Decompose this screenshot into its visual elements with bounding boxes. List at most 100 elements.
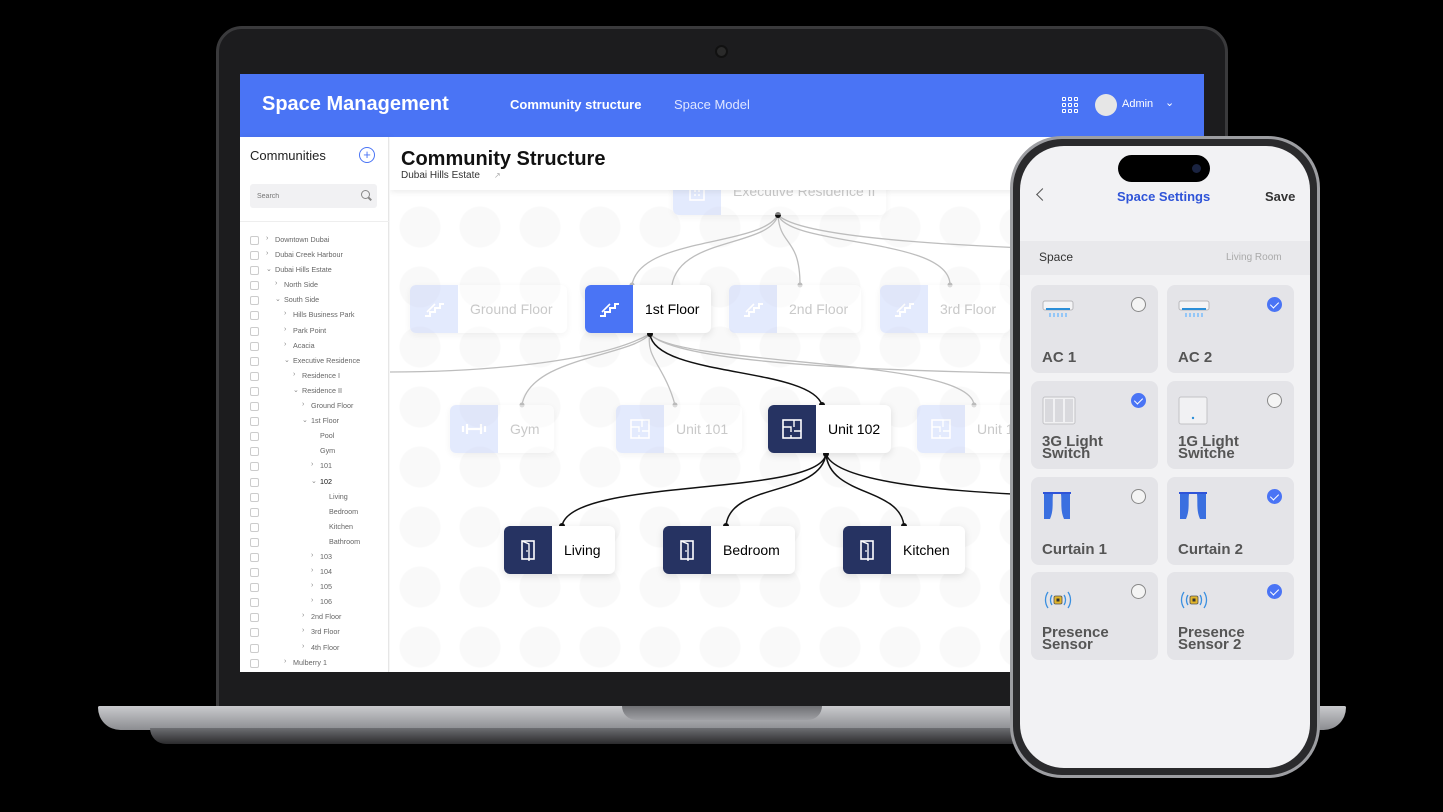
node-1st-floor[interactable]: 1st Floor bbox=[585, 285, 711, 333]
node-ground-floor[interactable]: Ground Floor bbox=[410, 285, 567, 333]
device-select-radio[interactable] bbox=[1267, 489, 1282, 504]
tree-checkbox[interactable] bbox=[250, 568, 259, 578]
node-3rd-floor[interactable]: 3rd Floor bbox=[880, 285, 1010, 333]
device-select-radio[interactable] bbox=[1131, 297, 1146, 312]
device-card[interactable]: Curtain 2 bbox=[1167, 477, 1294, 565]
tree-item[interactable]: ›104 bbox=[240, 566, 389, 581]
device-card[interactable]: Presence Sensor bbox=[1031, 572, 1158, 660]
chevron-right-icon[interactable]: › bbox=[284, 310, 287, 318]
tree-checkbox[interactable] bbox=[250, 613, 259, 623]
tab-community-structure[interactable]: Community structure bbox=[510, 97, 642, 112]
node-2nd-floor[interactable]: 2nd Floor bbox=[729, 285, 861, 333]
node-kitchen[interactable]: Kitchen bbox=[843, 526, 965, 574]
tree-checkbox[interactable] bbox=[250, 522, 259, 532]
tree-checkbox[interactable] bbox=[250, 477, 259, 487]
tree-checkbox[interactable] bbox=[250, 492, 259, 502]
tab-space-model[interactable]: Space Model bbox=[674, 97, 750, 112]
chevron-right-icon[interactable]: › bbox=[311, 567, 314, 575]
device-card[interactable]: Presence Sensor 2 bbox=[1167, 572, 1294, 660]
node-gym[interactable]: Gym bbox=[450, 405, 554, 453]
node-unit-102[interactable]: Unit 102 bbox=[768, 405, 891, 453]
chevron-down-icon[interactable]: ⌄ bbox=[284, 356, 290, 364]
node-bedroom[interactable]: Bedroom bbox=[663, 526, 795, 574]
search-input[interactable] bbox=[250, 184, 377, 208]
tree-checkbox[interactable] bbox=[250, 432, 259, 442]
tree-checkbox[interactable] bbox=[250, 537, 259, 547]
tree-item[interactable]: ⌄102 bbox=[240, 476, 389, 491]
tree-checkbox[interactable] bbox=[250, 643, 259, 653]
node-unit-101[interactable]: Unit 101 bbox=[616, 405, 742, 453]
chevron-right-icon[interactable]: › bbox=[284, 340, 287, 348]
add-community-button[interactable]: + bbox=[359, 147, 375, 163]
tree-item[interactable]: ›106 bbox=[240, 596, 389, 611]
chevron-down-icon[interactable]: ⌄ bbox=[266, 266, 272, 274]
chevron-right-icon[interactable]: › bbox=[284, 325, 287, 333]
tree-checkbox[interactable] bbox=[250, 583, 259, 593]
chevron-right-icon[interactable]: › bbox=[302, 627, 305, 635]
chevron-right-icon[interactable]: › bbox=[266, 235, 269, 242]
tree-checkbox[interactable] bbox=[250, 658, 259, 668]
tree-checkbox[interactable] bbox=[250, 356, 259, 366]
device-card[interactable]: AC 1 bbox=[1031, 285, 1158, 373]
tree-item[interactable]: ⌄Executive Residence bbox=[240, 355, 389, 370]
chevron-right-icon[interactable]: › bbox=[302, 612, 305, 620]
device-select-radio[interactable] bbox=[1131, 489, 1146, 504]
tree-item[interactable]: ⌄South Side bbox=[240, 294, 389, 309]
tree-item[interactable]: ›3rd Floor bbox=[240, 626, 389, 641]
tree-checkbox[interactable] bbox=[250, 326, 259, 336]
avatar[interactable] bbox=[1095, 94, 1117, 116]
tree-item[interactable]: ⌄1st Floor bbox=[240, 415, 389, 430]
device-select-radio[interactable] bbox=[1267, 297, 1282, 312]
tree-item[interactable]: Bathroom bbox=[240, 536, 389, 551]
save-button[interactable]: Save bbox=[1265, 189, 1296, 204]
chevron-down-icon[interactable]: ⌄ bbox=[302, 417, 308, 425]
tree-checkbox[interactable] bbox=[250, 552, 259, 562]
tree-checkbox[interactable] bbox=[250, 507, 259, 517]
chevron-down-icon[interactable]: ⌄ bbox=[1165, 97, 1175, 109]
space-value[interactable]: Living Room bbox=[1226, 252, 1282, 263]
chevron-right-icon[interactable]: › bbox=[284, 657, 287, 665]
apps-grid-icon[interactable] bbox=[1062, 97, 1078, 113]
tree-item[interactable]: ›105 bbox=[240, 581, 389, 596]
tree-checkbox[interactable] bbox=[250, 371, 259, 381]
tree-checkbox[interactable] bbox=[250, 341, 259, 351]
device-card[interactable]: AC 2 bbox=[1167, 285, 1294, 373]
tree-checkbox[interactable] bbox=[250, 236, 259, 245]
chevron-right-icon[interactable]: › bbox=[275, 280, 278, 288]
tree-checkbox[interactable] bbox=[250, 251, 259, 261]
node-unit-103[interactable]: Unit 1 bbox=[917, 405, 1027, 453]
external-link-icon[interactable]: ↗ bbox=[494, 171, 501, 180]
user-name[interactable]: Admin bbox=[1122, 98, 1154, 110]
tree-item[interactable]: Bedroom bbox=[240, 506, 389, 521]
chevron-right-icon[interactable]: › bbox=[311, 597, 314, 605]
tree-item[interactable]: ⌄Residence II bbox=[240, 385, 389, 400]
chevron-right-icon[interactable]: › bbox=[302, 642, 305, 650]
tree-item[interactable]: ›4th Floor bbox=[240, 642, 389, 657]
tree-item[interactable]: Gym bbox=[240, 445, 389, 460]
tree-checkbox[interactable] bbox=[250, 311, 259, 321]
tree-item[interactable]: ›North Side bbox=[240, 279, 389, 294]
device-card[interactable]: Curtain 1 bbox=[1031, 477, 1158, 565]
tree-checkbox[interactable] bbox=[250, 447, 259, 457]
tree-checkbox[interactable] bbox=[250, 296, 259, 306]
device-select-radio[interactable] bbox=[1131, 584, 1146, 599]
tree-item[interactable]: Pool bbox=[240, 430, 389, 445]
tree-item[interactable]: ⌄Dubai Hills Estate bbox=[240, 264, 389, 279]
tree-item[interactable]: ›Park Point bbox=[240, 325, 389, 340]
chevron-down-icon[interactable]: ⌄ bbox=[275, 296, 281, 304]
tree-checkbox[interactable] bbox=[250, 628, 259, 638]
tree-item[interactable]: ›101 bbox=[240, 460, 389, 475]
tree-item[interactable]: ›2nd Floor bbox=[240, 611, 389, 626]
tree-checkbox[interactable] bbox=[250, 462, 259, 472]
tree-checkbox[interactable] bbox=[250, 417, 259, 427]
chevron-right-icon[interactable]: › bbox=[293, 370, 296, 378]
device-select-radio[interactable] bbox=[1131, 393, 1146, 408]
tree-checkbox[interactable] bbox=[250, 402, 259, 412]
space-row[interactable] bbox=[1020, 241, 1310, 275]
tree-checkbox[interactable] bbox=[250, 386, 259, 396]
tree-item[interactable]: ›Acacia bbox=[240, 340, 389, 355]
tree-item[interactable]: Kitchen bbox=[240, 521, 389, 536]
tree-item[interactable]: ›Ground Floor bbox=[240, 400, 389, 415]
tree-item[interactable]: ›Downtown Dubai bbox=[240, 234, 389, 249]
chevron-right-icon[interactable]: › bbox=[266, 250, 269, 258]
